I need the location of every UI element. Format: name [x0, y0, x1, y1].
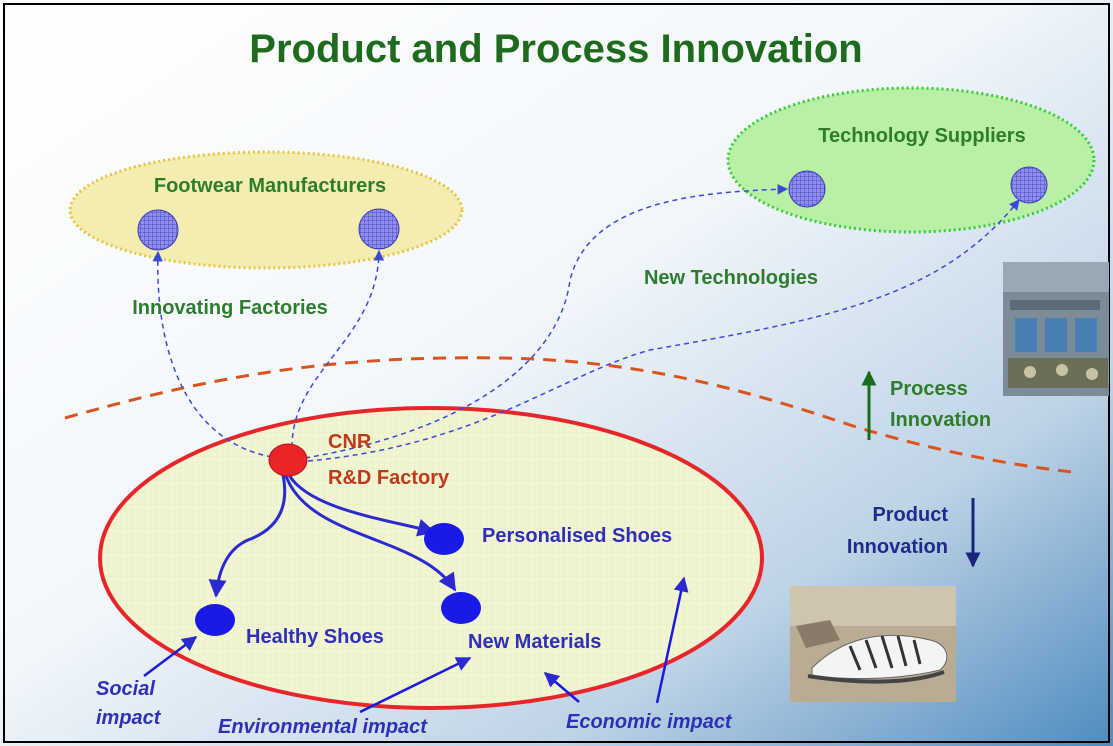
social-impact-arrow	[143, 636, 198, 677]
personalised-shoes-label: Personalised Shoes	[482, 525, 672, 547]
technology-suppliers-cluster	[726, 86, 1096, 234]
new-materials-node	[441, 592, 481, 624]
flow-arrow-to-supplier	[304, 184, 789, 459]
arrow-to-healthy-shoes	[208, 474, 287, 598]
process-innovation-label: Innovation	[890, 409, 991, 431]
personalised-shoes-node	[424, 523, 464, 555]
arrow-to-personalised-shoes	[287, 474, 436, 537]
process-innovation-label: Process	[890, 378, 968, 400]
flow-arrow-to-factory	[291, 249, 385, 448]
rd-domain-ellipse	[98, 406, 764, 710]
footwear-factory-node	[137, 209, 179, 251]
product-innovation-label: Innovation	[847, 536, 948, 558]
technology-suppliers-label: Technology Suppliers	[818, 125, 1025, 147]
environmental-impact-arrow	[359, 656, 472, 714]
factory-photo	[1003, 262, 1109, 396]
economic-impact-arrow-materials	[543, 672, 580, 703]
healthy-shoes-label: Healthy Shoes	[246, 626, 384, 648]
economic-impact-label: Economic impact	[566, 711, 733, 733]
healthy-shoes-node	[195, 604, 235, 636]
technology-supplier-node	[1010, 166, 1048, 204]
arrow-to-new-materials	[284, 475, 457, 592]
environmental-impact-label: Environmental impact	[218, 716, 428, 738]
footwear-manufacturers-label: Footwear Manufacturers	[154, 175, 386, 197]
footwear-manufacturers-cluster	[68, 150, 464, 270]
cnr-node	[268, 443, 308, 477]
innovation-boundary-line	[64, 356, 1073, 474]
technology-supplier-node	[788, 170, 826, 208]
product-innovation-label: Product	[872, 504, 948, 526]
rd-factory-label: R&D Factory	[328, 467, 450, 489]
shoe-photo	[790, 586, 956, 702]
flow-arrow-to-supplier	[307, 199, 1020, 462]
new-materials-label: New Materials	[468, 631, 601, 653]
page-title: Product and Process Innovation	[249, 27, 862, 71]
footwear-factory-node	[358, 208, 400, 250]
social-impact-label: impact	[96, 707, 162, 729]
innovating-factories-label: Innovating Factories	[132, 297, 328, 319]
social-impact-label: Social	[96, 678, 155, 700]
new-technologies-label: New Technologies	[644, 267, 818, 289]
economic-impact-arrow-personalised	[655, 576, 689, 704]
cnr-label: CNR	[328, 431, 372, 453]
